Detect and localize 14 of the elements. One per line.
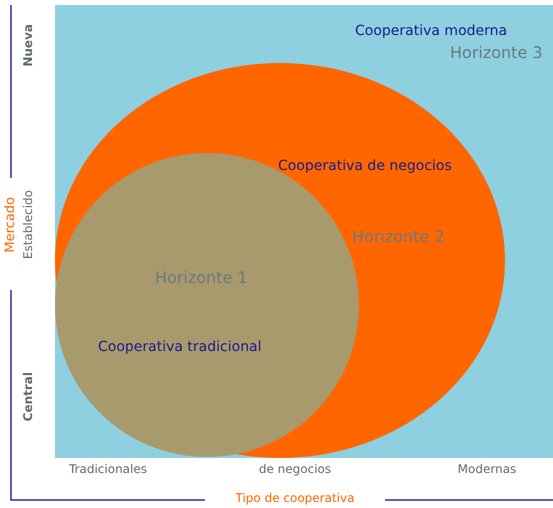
axis-title: Mercado <box>4 197 18 253</box>
region-label: Cooperativa tradicional <box>98 340 262 356</box>
axis-tick-label: Central <box>22 372 36 422</box>
axis-tick-label: Tradicionales <box>68 463 147 476</box>
horizon-label: Horizonte 3 <box>450 44 543 62</box>
region-label: Cooperativa de negocios <box>278 159 452 174</box>
axis-tick-label: Establecido <box>22 190 36 260</box>
horizon-label: Horizonte 2 <box>352 228 445 246</box>
axis-tick-label: Nueva <box>22 24 36 66</box>
axis-tick-label: Modernas <box>458 463 516 476</box>
axis-title: Tipo de cooperativa <box>236 492 354 506</box>
horizon-label: Horizonte 1 <box>155 269 248 287</box>
region-label: Cooperativa moderna <box>355 24 508 40</box>
background-panel <box>55 5 553 458</box>
